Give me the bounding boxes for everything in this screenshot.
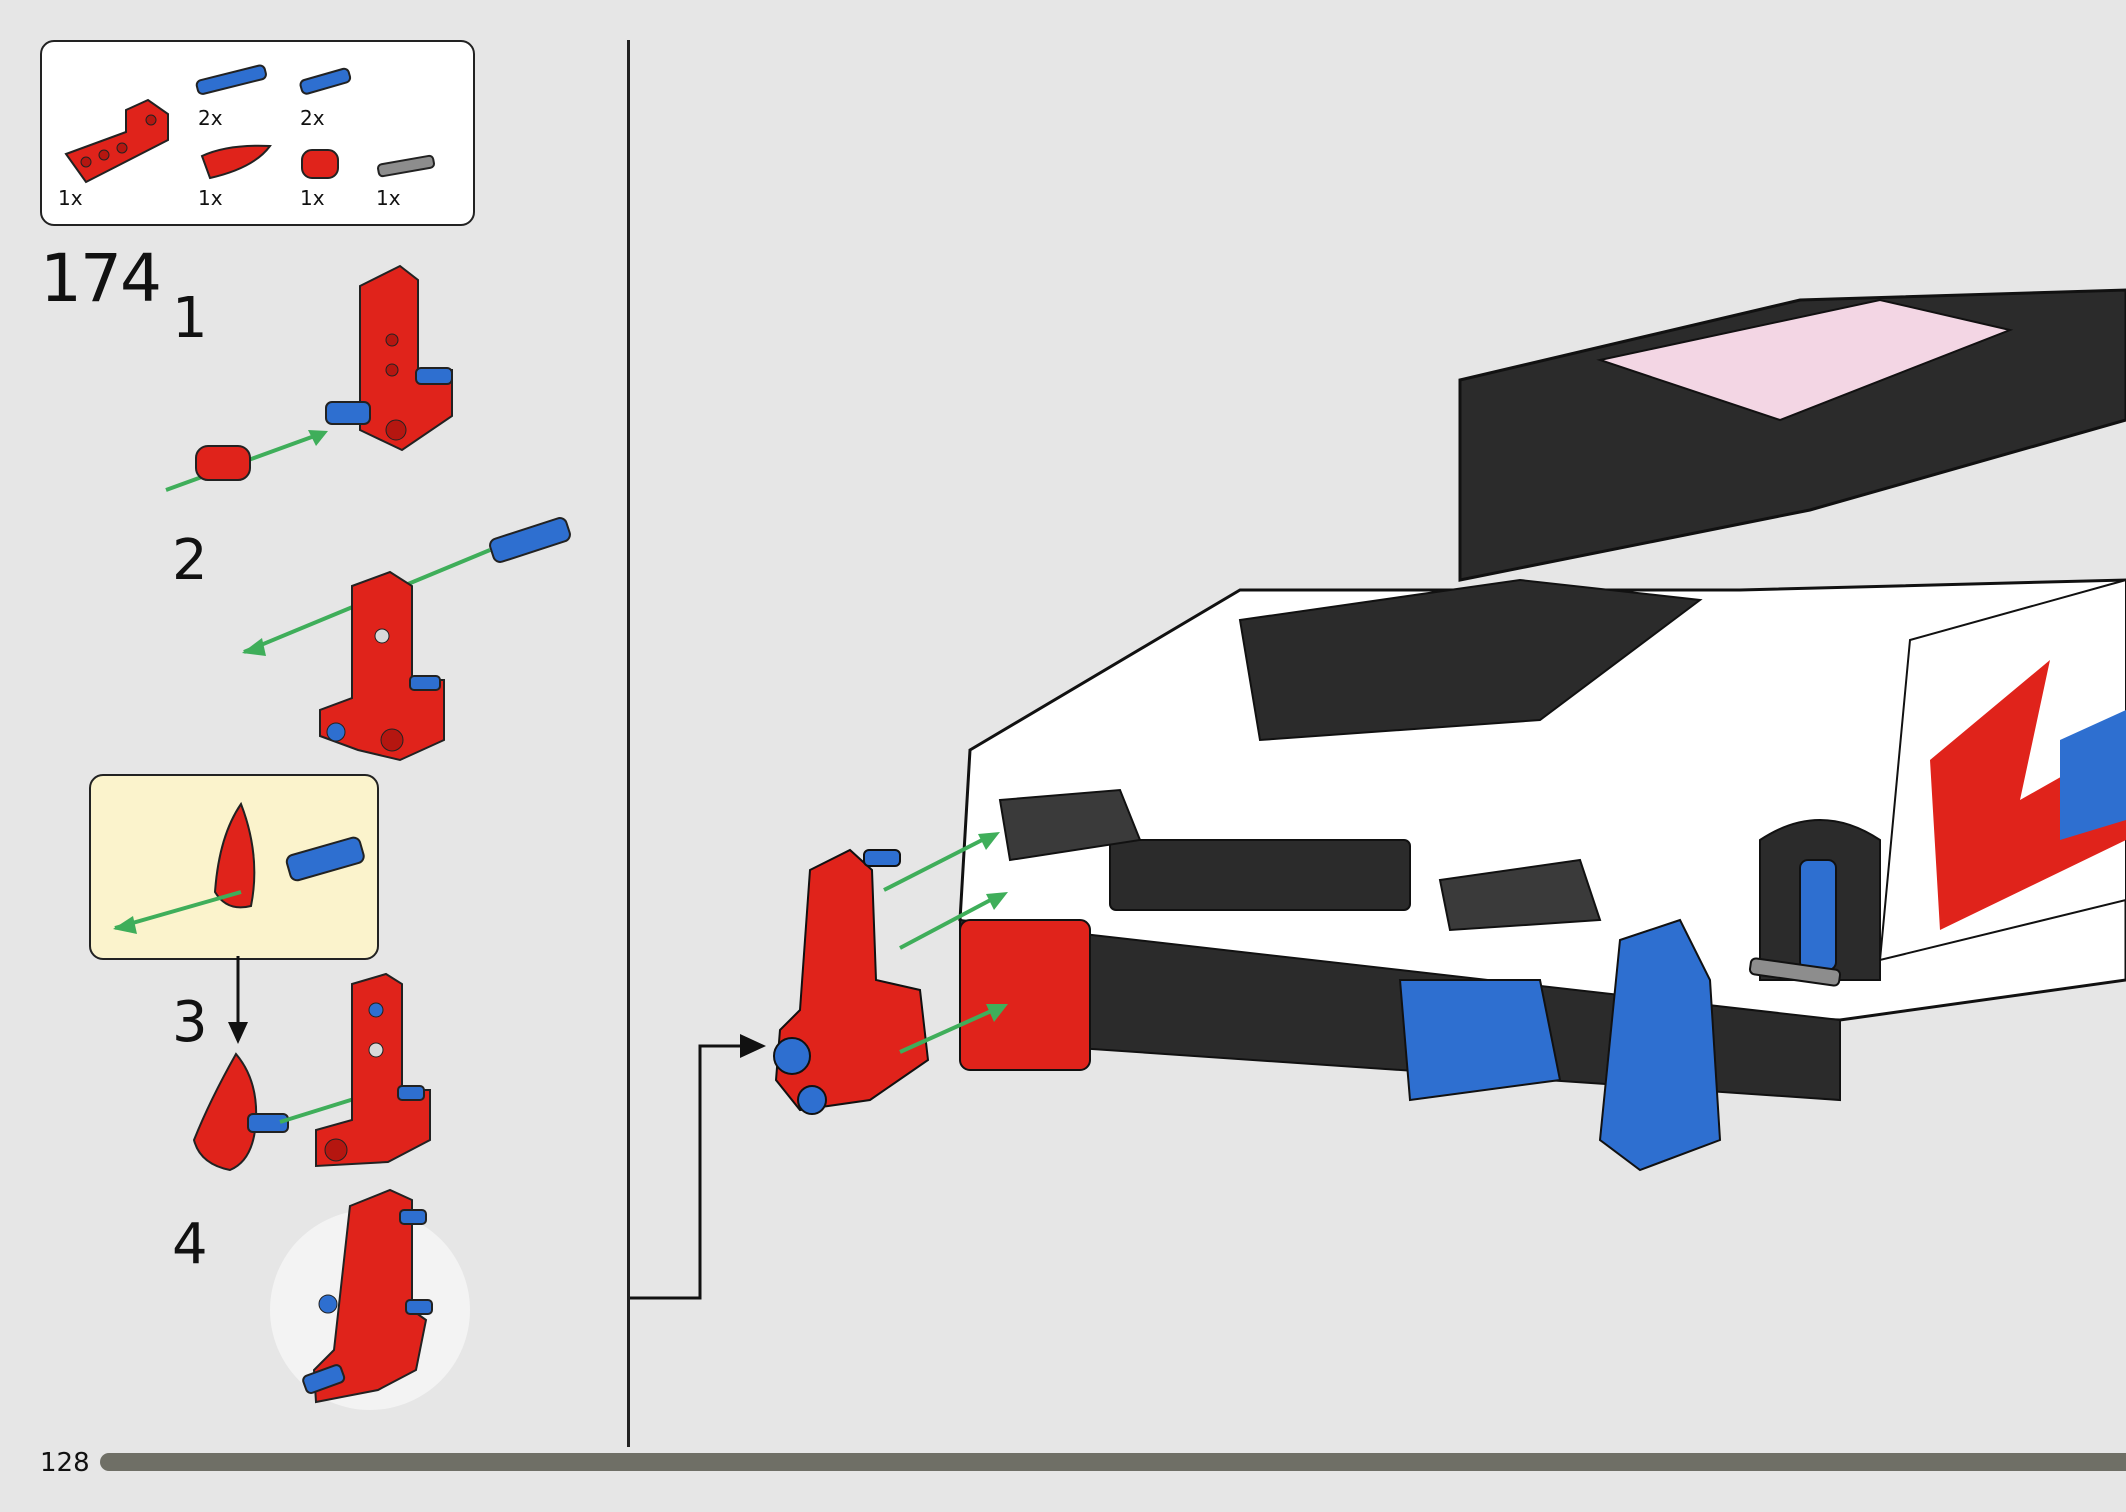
substep-label-4: 4: [172, 1212, 208, 1277]
substep-label-3: 3: [172, 990, 208, 1055]
step-number: 174: [40, 240, 162, 317]
page-number: 128: [40, 1448, 90, 1478]
placement-arrow: [630, 1034, 766, 1300]
gray-axle-icon: [377, 154, 435, 178]
part-qty: 1x: [58, 186, 83, 210]
substep-3-illustration: [192, 972, 431, 1172]
substep-label-1: 1: [172, 286, 208, 351]
insertion-arrows: [883, 832, 1008, 1054]
callout-illustration: [113, 801, 365, 934]
substep-1-illustration: [165, 264, 453, 492]
red-wedge-panel-icon: [200, 144, 272, 180]
sub-assembly-callout: [89, 774, 379, 960]
attaching-subassembly: [773, 848, 930, 1115]
part-qty: 1x: [376, 186, 401, 210]
substep-label-2: 2: [172, 528, 208, 593]
part-qty: 2x: [300, 106, 325, 130]
progress-bar: [100, 1453, 2126, 1471]
blue-pin-icon: [299, 67, 352, 95]
part-qty: 2x: [198, 106, 223, 130]
red-axle-connector-icon: [301, 149, 339, 179]
part-qty: 1x: [300, 186, 325, 210]
race-car-model-illustration: [958, 288, 2126, 1172]
blue-axle-pin-icon: [195, 64, 267, 95]
parts-list-box: 1x 2x 2x 1x 1x 1x: [40, 40, 475, 226]
substep-4-illustration: [270, 1188, 470, 1410]
callout-arrow: [228, 956, 248, 1044]
part-qty: 1x: [198, 186, 223, 210]
page-divider: [627, 40, 630, 1447]
substep-2-illustration: [242, 517, 571, 762]
red-bent-beam-icon: [64, 98, 169, 184]
